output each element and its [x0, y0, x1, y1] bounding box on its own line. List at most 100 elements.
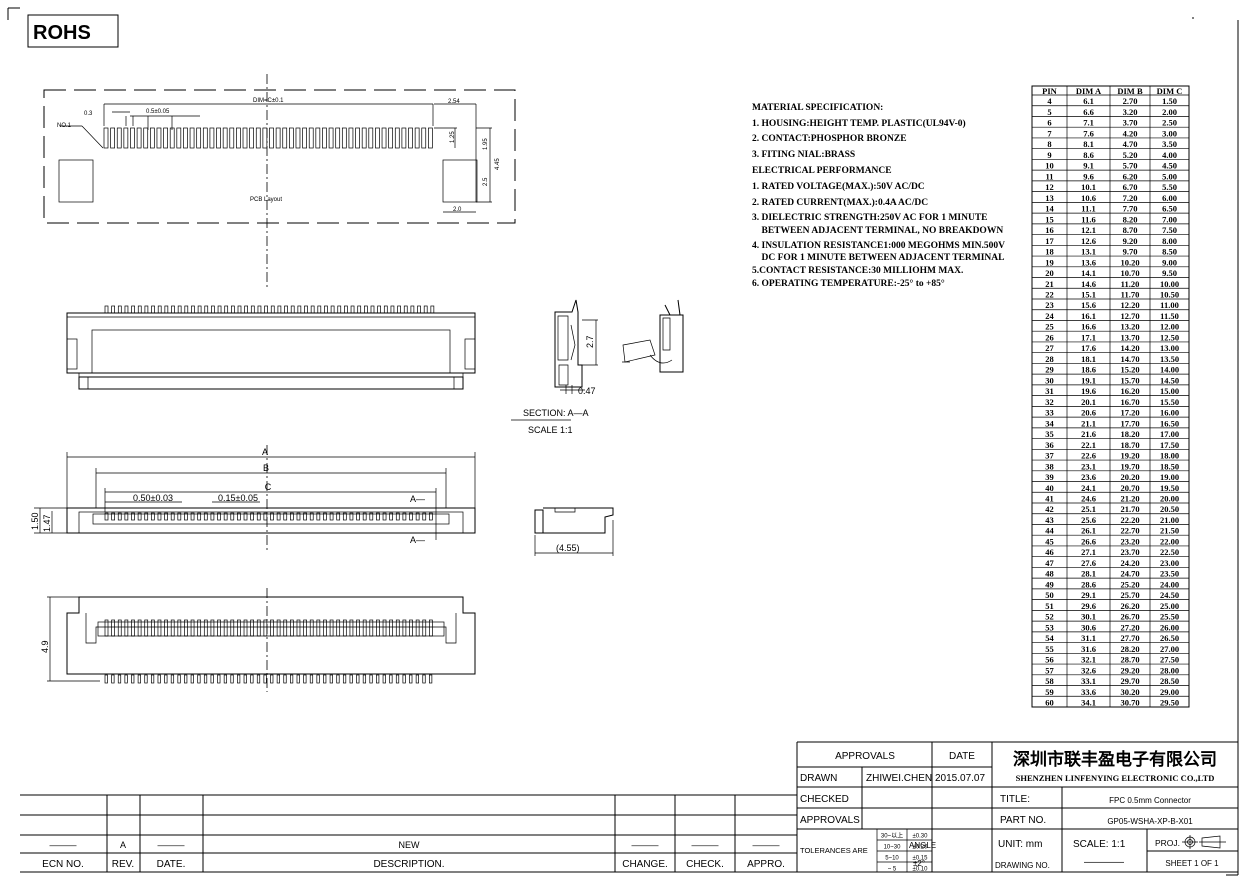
table-cell: 24.20: [1120, 558, 1139, 568]
table-header: DIM C: [1157, 86, 1183, 96]
table-cell: 7.00: [1162, 214, 1177, 224]
table-cell: 32.6: [1081, 665, 1096, 675]
contact-pin-tail: [369, 674, 373, 684]
table-cell: 8.70: [1123, 225, 1138, 235]
table-cell: 52: [1045, 612, 1054, 622]
table-cell: 26.00: [1160, 622, 1179, 632]
contact-pin: [330, 305, 335, 314]
pcb-pad: [262, 127, 268, 149]
table-cell: 20.00: [1160, 494, 1179, 504]
pcb-pad: [282, 127, 288, 149]
spec-line: ELECTRICAL PERFORMANCE: [752, 166, 892, 176]
table-cell: 11.50: [1160, 311, 1179, 321]
contact-pin: [317, 305, 322, 314]
pcb-pad: [361, 127, 367, 149]
rev-appro-value: ———: [753, 840, 780, 850]
contact-pin: [309, 619, 314, 637]
pcb-pad: [110, 127, 115, 149]
contact-pin: [197, 512, 202, 521]
table-cell: 45: [1045, 536, 1054, 546]
contact-pin: [170, 512, 175, 521]
tolerance-value: ±0.20: [913, 845, 929, 851]
contact-pin-tail: [290, 674, 294, 684]
table-cell: 24.00: [1160, 579, 1179, 589]
table-cell: 6.00: [1162, 193, 1177, 203]
pcb-pad: [275, 127, 281, 149]
rev-value: A: [120, 840, 126, 850]
table-cell: 22.6: [1081, 451, 1096, 461]
approvals-header: APPROVALS: [835, 751, 895, 762]
pcb-pad: [428, 127, 433, 149]
pcb-pad: [335, 127, 341, 149]
pcb-pad: [289, 127, 294, 149]
table-cell: 7.20: [1123, 193, 1138, 203]
contact-pin-tail: [362, 674, 367, 684]
table-cell: 3.70: [1123, 118, 1138, 128]
contact-pin: [184, 305, 189, 314]
table-cell: 15.6: [1081, 300, 1096, 310]
contact-pin-tail: [237, 674, 241, 684]
pcb-pad: [169, 127, 175, 149]
table-cell: 22: [1045, 290, 1054, 300]
contact-pin-tail: [137, 674, 141, 684]
table-cell: 33: [1045, 408, 1054, 418]
dim-20-label: 2.0: [453, 207, 462, 213]
contact-pin: [117, 305, 122, 314]
spec-line: 3. FITING NIAL:BRASS: [752, 150, 855, 160]
table-cell: 8.50: [1162, 247, 1177, 257]
contact-pin: [250, 305, 255, 314]
table-cell: 25.6: [1081, 515, 1096, 525]
pcb-pad: [388, 127, 394, 149]
tolerance-value: ±0.10: [913, 867, 929, 873]
table-cell: 13.20: [1120, 322, 1139, 332]
table-cell: 31: [1045, 386, 1054, 396]
dim-254-label: 2.54: [448, 99, 460, 105]
pcb-pad: [408, 127, 413, 149]
table-cell: 23.50: [1160, 569, 1179, 579]
table-cell: 31.1: [1081, 633, 1096, 643]
pcb-pad: [236, 127, 241, 149]
table-cell: 14.1: [1081, 268, 1096, 278]
table-cell: 14: [1045, 204, 1054, 214]
contact-pin: [256, 512, 261, 521]
table-cell: 16.20: [1120, 386, 1139, 396]
table-cell: 26.50: [1160, 633, 1179, 643]
rev-change-value: ———: [632, 840, 659, 850]
pitch-label: 0.50±0.03: [133, 493, 173, 503]
table-cell: 13.50: [1160, 354, 1179, 364]
table-cell: 8.6: [1083, 150, 1094, 160]
table-cell: 30.6: [1081, 622, 1096, 632]
table-cell: 15.50: [1160, 397, 1179, 407]
table-cell: 31.6: [1081, 644, 1096, 654]
tolerance-value: ±0.30: [913, 834, 929, 840]
rev-check-value: ———: [692, 840, 719, 850]
table-cell: 7.1: [1083, 118, 1094, 128]
contact-pin: [362, 619, 367, 637]
contact-pin: [117, 619, 122, 637]
contact-pin-tail: [429, 674, 433, 684]
tolerance-range: 30~以上: [881, 832, 903, 840]
table-cell: 36: [1045, 440, 1054, 450]
table-cell: 19.1: [1081, 375, 1096, 385]
table-cell: 10.70: [1120, 268, 1139, 278]
table-cell: 12.1: [1081, 225, 1096, 235]
pcb-pad: [375, 127, 380, 149]
contact-pin: [117, 512, 122, 521]
pcb-pad: [421, 127, 427, 149]
pcb-pad: [156, 127, 162, 149]
contact-pin: [324, 305, 328, 314]
table-cell: 15.70: [1120, 375, 1139, 385]
header-ecn: ECN NO.: [42, 859, 84, 870]
dim-27-label: 2.7: [585, 335, 595, 348]
table-cell: 27.20: [1120, 622, 1139, 632]
front-view: [66, 305, 476, 390]
spec-line: BETWEEN ADJACENT TERMINAL, NO BREAKDOWN: [752, 226, 1003, 236]
table-cell: 21.00: [1160, 515, 1179, 525]
contact-pin: [276, 619, 281, 637]
table-cell: 2.70: [1123, 96, 1138, 106]
contact-pin: [369, 512, 374, 521]
